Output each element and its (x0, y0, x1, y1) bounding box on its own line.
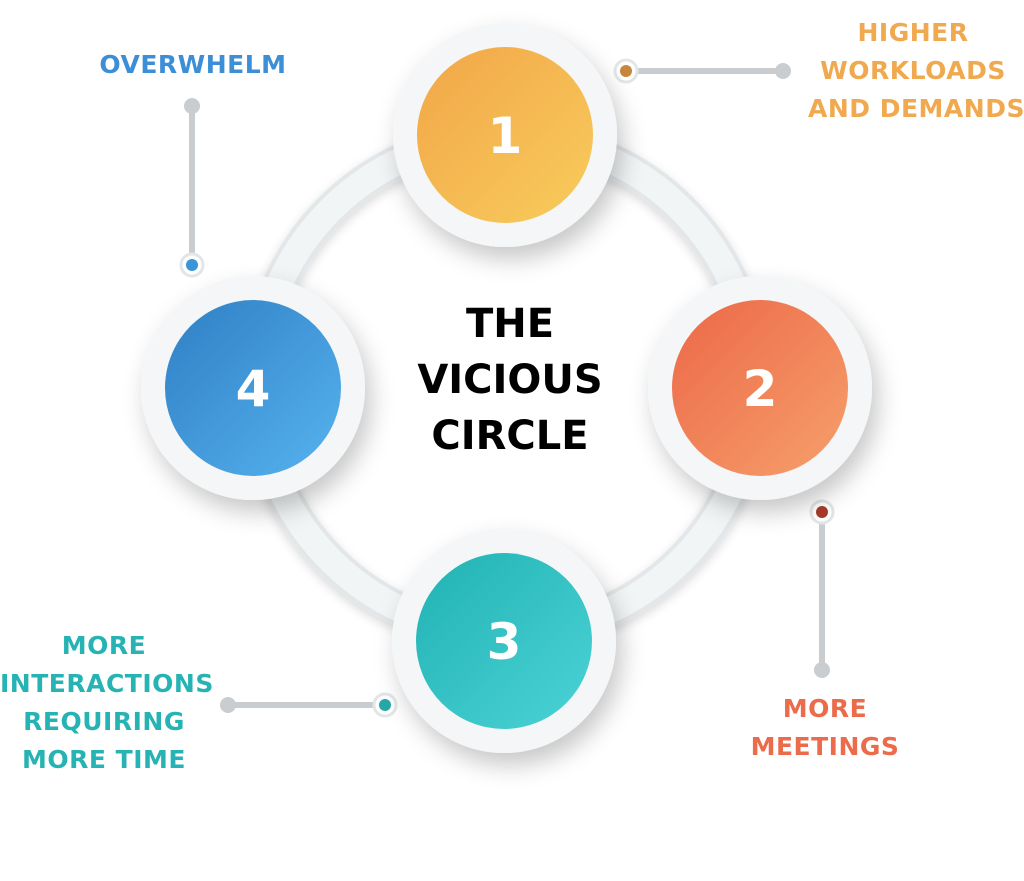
step-2-node: 2 (648, 276, 872, 500)
step-1-label: HIGHER WORKLOADS AND DEMANDS (808, 14, 1024, 128)
connector-1 (613, 58, 791, 84)
step-4-node: 4 (141, 276, 365, 500)
step-4-number: 4 (236, 360, 271, 418)
step-3-label-line-1: MORE (61, 631, 147, 660)
step-3-disc (416, 553, 592, 729)
connector-dot-1 (620, 65, 632, 77)
step-3-number: 3 (487, 613, 522, 671)
step-2-label-line-1: MORE (782, 694, 868, 723)
step-3-node: 3 (392, 529, 616, 753)
center-title: THE VICIOUS CIRCLE (390, 296, 630, 464)
step-3-label-line-4: MORE TIME (22, 745, 186, 774)
connector-4 (179, 98, 205, 278)
step-1-number: 1 (488, 107, 523, 165)
step-1-label-line-2: WORKLOADS (820, 56, 1006, 85)
step-2-disc (672, 300, 848, 476)
step-1-label-line-1: HIGHER (857, 18, 969, 47)
center-title-line-3: CIRCLE (431, 413, 589, 459)
step-3-label: MORE INTERACTIONS REQUIRING MORE TIME (0, 627, 214, 779)
step-1-node: 1 (393, 23, 617, 247)
connector-3 (220, 692, 398, 718)
step-1-disc (417, 47, 593, 223)
step-3-label-line-3: REQUIRING (23, 707, 185, 736)
connector-2 (809, 499, 835, 678)
step-2-label: MORE MEETINGS (740, 690, 910, 766)
step-1-label-line-3: AND DEMANDS (808, 94, 1024, 123)
step-2-number: 2 (743, 360, 778, 418)
center-title-line-2: VICIOUS (417, 357, 603, 403)
connector-dot-3 (379, 699, 391, 711)
connector-dot-2 (816, 506, 828, 518)
step-2-label-line-2: MEETINGS (750, 732, 900, 761)
center-title-line-1: THE (465, 301, 555, 347)
connector-dot-4 (186, 259, 198, 271)
step-4-label: OVERWHELM (98, 46, 288, 84)
step-3-label-line-2: INTERACTIONS (0, 669, 214, 698)
step-4-label-line-1: OVERWHELM (99, 50, 287, 79)
step-4-disc (165, 300, 341, 476)
